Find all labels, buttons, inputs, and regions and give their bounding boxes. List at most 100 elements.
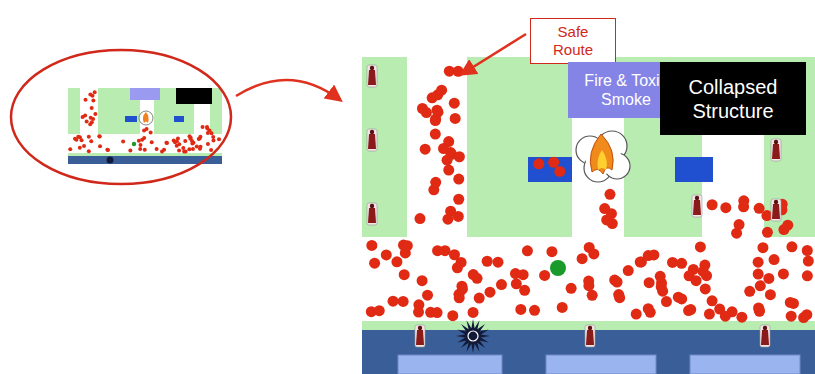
person-dot <box>142 136 146 140</box>
person-dot <box>450 113 461 124</box>
person-dot <box>636 256 647 267</box>
person-dot <box>211 138 215 142</box>
person-dot <box>753 269 764 280</box>
person-dot <box>78 135 82 139</box>
mini-building-band <box>68 156 222 164</box>
person-dot <box>738 195 749 206</box>
person-dot <box>198 137 202 141</box>
occupant-icon <box>760 325 770 347</box>
mini-explosion <box>107 157 114 164</box>
person-dot <box>137 139 141 143</box>
person-dot <box>138 143 142 147</box>
person-dot <box>87 149 91 153</box>
person-dot <box>765 289 776 300</box>
person-dot <box>655 271 666 282</box>
occupant-icon <box>367 129 377 151</box>
person-dot <box>548 157 559 168</box>
person-dot <box>188 134 192 138</box>
person-dot <box>707 199 718 210</box>
person-dot <box>720 202 731 213</box>
person-dot <box>438 143 449 154</box>
room <box>690 355 800 374</box>
person-dot <box>453 194 464 205</box>
person-dot <box>684 270 695 281</box>
person-dot <box>468 307 479 318</box>
mini-crowd <box>68 90 221 153</box>
person-dot <box>150 140 154 144</box>
person-dot <box>785 297 796 308</box>
person-dot <box>195 145 199 149</box>
person-dot <box>457 283 468 294</box>
person-dot <box>432 105 443 116</box>
person-dot <box>374 305 385 316</box>
person-dot <box>449 98 460 109</box>
person-dot <box>604 189 615 200</box>
person-dot <box>754 203 765 214</box>
green-area <box>362 57 815 237</box>
person-dot <box>211 135 215 139</box>
person-dot <box>105 148 109 152</box>
main-map <box>362 57 815 374</box>
explosion-symbol <box>456 319 490 353</box>
person-dot <box>165 141 169 145</box>
person-dot <box>518 269 529 280</box>
blue-square <box>528 157 572 182</box>
person-dot <box>736 312 747 323</box>
person-dot <box>197 137 201 141</box>
person-dot <box>217 137 221 141</box>
callout-box: Safe Route <box>530 18 616 64</box>
building-band <box>362 330 815 374</box>
node-label: Collapsed Structure <box>665 75 801 123</box>
inset-circle <box>11 50 231 184</box>
person-dot <box>430 115 441 126</box>
person-dot <box>391 256 402 267</box>
person-dot <box>388 296 399 307</box>
person-dot <box>205 125 209 129</box>
occupant-icon <box>367 203 377 225</box>
person-dot <box>442 214 453 225</box>
person-dot <box>492 257 503 268</box>
leader-arrow <box>462 34 526 74</box>
person-dot <box>87 135 91 139</box>
person-dot <box>209 148 213 152</box>
person-dot <box>519 285 530 296</box>
blue-square <box>675 157 713 182</box>
person-dot <box>206 142 210 146</box>
main-corridor <box>362 237 815 321</box>
person-dot <box>68 147 72 151</box>
person-dot <box>623 265 634 276</box>
person-dot <box>128 149 132 153</box>
person-dot <box>89 139 93 143</box>
occupant-icon <box>771 139 781 161</box>
mini-corridor <box>68 134 222 152</box>
person-dot <box>798 312 809 323</box>
mini-green-strip <box>68 153 222 156</box>
person-dot <box>515 304 526 315</box>
person-dot <box>369 258 380 269</box>
person-dot <box>402 240 413 251</box>
person-dot <box>175 144 179 148</box>
person-dot <box>201 125 205 129</box>
person-dot <box>644 277 655 288</box>
person-dot <box>609 275 620 286</box>
person-dot <box>181 146 185 150</box>
occupant-icon <box>367 65 377 87</box>
person-dot <box>440 245 451 256</box>
person-dot <box>554 166 565 177</box>
occupant-icon <box>692 195 702 217</box>
room <box>546 355 656 374</box>
person-dot <box>74 138 78 142</box>
person-dot <box>162 148 166 152</box>
person-dot <box>588 248 599 259</box>
person-dot <box>802 245 813 256</box>
person-dot <box>432 307 443 318</box>
mini-flame <box>143 112 149 123</box>
person-dot <box>190 141 194 145</box>
person-dot <box>577 253 588 264</box>
person-dot <box>685 304 696 315</box>
person-dot <box>191 147 195 151</box>
person-dot <box>422 290 433 301</box>
person-dot <box>84 98 88 102</box>
